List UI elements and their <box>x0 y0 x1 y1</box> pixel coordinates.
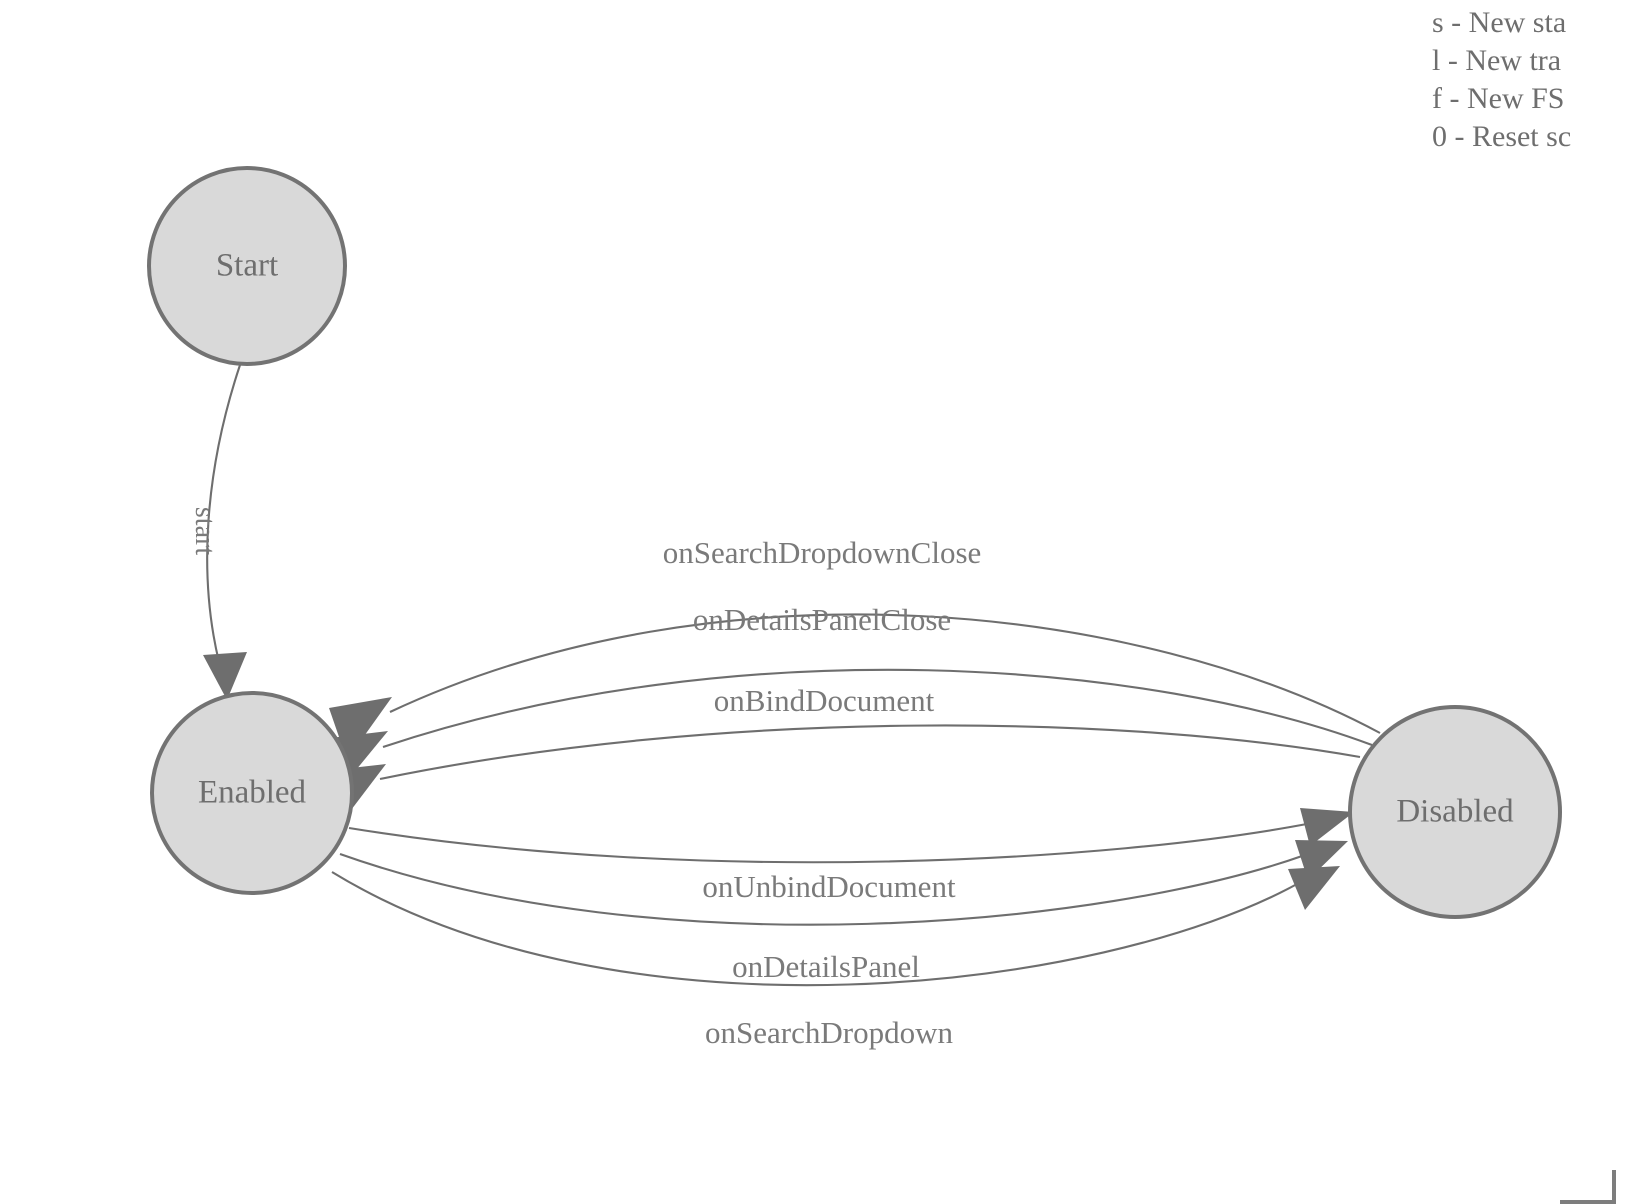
state-node-start[interactable]: Start <box>147 166 347 366</box>
state-circle-start <box>147 166 347 366</box>
arrowhead-onunbinddocument <box>1300 808 1354 846</box>
edge-path-onsearchdropdownclose <box>389 613 1381 734</box>
help-line-new-transition: l - New tra <box>1432 44 1562 77</box>
arrowhead-start <box>203 652 247 700</box>
corner-horizontal-bar <box>1560 1200 1616 1204</box>
edge-label-onbinddocument: onBindDocument <box>714 683 935 718</box>
state-circle-enabled <box>150 691 354 895</box>
help-line-new-fsm: f - New FS <box>1432 82 1565 115</box>
edge-path-onbinddocument <box>379 724 1361 781</box>
transition-onsearchdropdown[interactable] <box>331 866 1340 987</box>
transition-onunbinddocument[interactable] <box>348 808 1354 864</box>
edge-label-onsearchdropdownclose: onSearchDropdownClose <box>663 535 982 570</box>
edge-label-ondetailspanel: onDetailsPanel <box>732 949 920 984</box>
corner-vertical-bar <box>1612 1170 1616 1204</box>
edge-path-ondetailspanel <box>339 853 1306 926</box>
state-label-start: Start <box>216 248 278 284</box>
transition-start-to-enabled[interactable] <box>203 364 247 700</box>
edge-path-onunbinddocument <box>348 821 1313 864</box>
state-label-enabled: Enabled <box>198 775 307 811</box>
arrowhead-onsearchdropdown <box>1288 866 1340 910</box>
transition-onbinddocument[interactable] <box>333 724 1361 818</box>
edge-path-start <box>206 364 241 663</box>
state-node-enabled[interactable]: Enabled <box>150 691 354 895</box>
help-shortcuts-overlay: s - New sta l - New tra f - New FS 0 - R… <box>1432 0 1632 156</box>
help-line-reset: 0 - Reset sc <box>1432 120 1572 153</box>
edge-path-onsearchdropdown <box>331 871 1298 987</box>
edge-label-onunbinddocument: onUnbindDocument <box>702 869 956 904</box>
edge-path-ondetailspanelclose <box>382 668 1373 748</box>
state-node-disabled[interactable]: Disabled <box>1348 705 1562 919</box>
edge-label-start: start <box>189 507 220 555</box>
resize-corner-marker[interactable] <box>1560 1170 1632 1204</box>
edge-label-onsearchdropdown: onSearchDropdown <box>705 1015 953 1050</box>
help-line-new-state: s - New sta <box>1432 6 1567 39</box>
state-circle-disabled <box>1348 705 1562 919</box>
edge-label-ondetailspanelclose: onDetailsPanelClose <box>693 602 951 637</box>
state-label-disabled: Disabled <box>1396 794 1514 830</box>
